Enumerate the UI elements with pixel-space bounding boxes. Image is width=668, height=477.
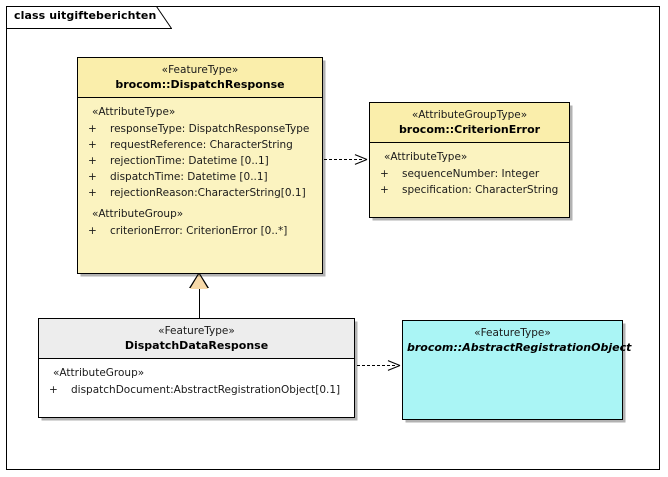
attribute-visibility: + (380, 168, 389, 180)
generalization-triangle-icon (190, 274, 208, 289)
attribute-group-label: «AttributeType» (384, 151, 468, 163)
attribute-text: sequenceNumber: Integer (402, 168, 540, 180)
attribute-text: rejectionTime: Datetime [0..1] (110, 155, 269, 167)
class-stereotype: «FeatureType» (474, 327, 551, 339)
attribute-visibility: + (49, 384, 58, 396)
attribute-row[interactable]: + specification: CharacterString (370, 182, 569, 198)
class-name: brocom::AbstractRegistrationObject (407, 341, 632, 354)
attribute-text: specification: CharacterString (402, 184, 559, 196)
attribute-row[interactable]: + rejectionReason:CharacterString[0.1] (78, 185, 322, 201)
class-header-dispatch-response: «FeatureType» brocom::DispatchResponse (78, 58, 322, 98)
dependency-line-dispatchresponse-criterionerror (324, 159, 362, 160)
attribute-text: dispatchTime: Datetime [0..1] (110, 171, 268, 183)
class-box-dispatch-response[interactable]: «FeatureType» brocom::DispatchResponse «… (77, 57, 323, 274)
attribute-row[interactable]: + sequenceNumber: Integer (370, 166, 569, 182)
class-name: brocom::CriterionError (398, 123, 541, 136)
attribute-group-label: «AttributeType» (92, 106, 176, 118)
diagram-name-tab (6, 6, 172, 29)
diagram-title: class uitgifteberichten (14, 9, 157, 22)
attribute-row[interactable]: + dispatchDocument:AbstractRegistrationOb… (39, 382, 354, 398)
attribute-visibility: + (380, 184, 389, 196)
class-body-dispatch-data-response: «AttributeGroup» + dispatchDocument:Abstr… (39, 359, 354, 402)
attribute-text: dispatchDocument:AbstractRegistrationObj… (71, 384, 341, 396)
class-stereotype: «FeatureType» (158, 325, 235, 337)
attribute-visibility: + (88, 225, 97, 237)
class-body-criterion-error: «AttributeType» + sequenceNumber: Integer… (370, 143, 569, 202)
attribute-row[interactable]: + dispatchTime: Datetime [0..1] (78, 169, 322, 185)
attribute-group-label: «AttributeGroup» (53, 367, 145, 379)
attribute-text: responseType: DispatchResponseType (110, 123, 310, 135)
attribute-text: rejectionReason:CharacterString[0.1] (110, 187, 306, 199)
class-box-criterion-error[interactable]: «AttributeGroupType» brocom::CriterionEr… (369, 102, 570, 218)
attribute-text: requestReference: CharacterString (110, 139, 293, 151)
class-header-abstract-registration-object: «FeatureType» brocom::AbstractRegistrati… (403, 321, 632, 360)
attribute-visibility: + (88, 187, 97, 199)
attribute-row[interactable]: + criterionError: CriterionError [0..*] (78, 223, 322, 239)
attribute-visibility: + (88, 171, 97, 183)
attribute-visibility: + (88, 123, 97, 135)
attribute-text: criterionError: CriterionError [0..*] (110, 225, 288, 237)
attribute-row[interactable]: + requestReference: CharacterString (78, 137, 322, 153)
attribute-row[interactable]: + responseType: DispatchResponseType (78, 121, 322, 137)
dependency-line-dispatchdataresponse-abstractregistrationobject (357, 365, 395, 366)
class-header-criterion-error: «AttributeGroupType» brocom::CriterionEr… (370, 103, 569, 143)
class-name: brocom::DispatchResponse (115, 78, 285, 91)
class-name: DispatchDataResponse (124, 339, 269, 352)
attribute-group-label: «AttributeGroup» (92, 208, 184, 220)
attribute-visibility: + (88, 155, 97, 167)
diagram-frame (6, 6, 660, 470)
class-stereotype: «AttributeGroupType» (411, 109, 528, 121)
class-box-dispatch-data-response[interactable]: «FeatureType» DispatchDataResponse «Attr… (38, 318, 355, 418)
class-body-dispatch-response: «AttributeType» + responseType: DispatchR… (78, 98, 322, 243)
class-stereotype: «FeatureType» (161, 64, 239, 76)
generalization-line-dispatchdataresponse (199, 288, 200, 319)
class-header-dispatch-data-response: «FeatureType» DispatchDataResponse (39, 319, 354, 359)
attribute-visibility: + (88, 139, 97, 151)
attribute-row[interactable]: + rejectionTime: Datetime [0..1] (78, 153, 322, 169)
class-box-abstract-registration-object[interactable]: «FeatureType» brocom::AbstractRegistrati… (402, 320, 632, 420)
